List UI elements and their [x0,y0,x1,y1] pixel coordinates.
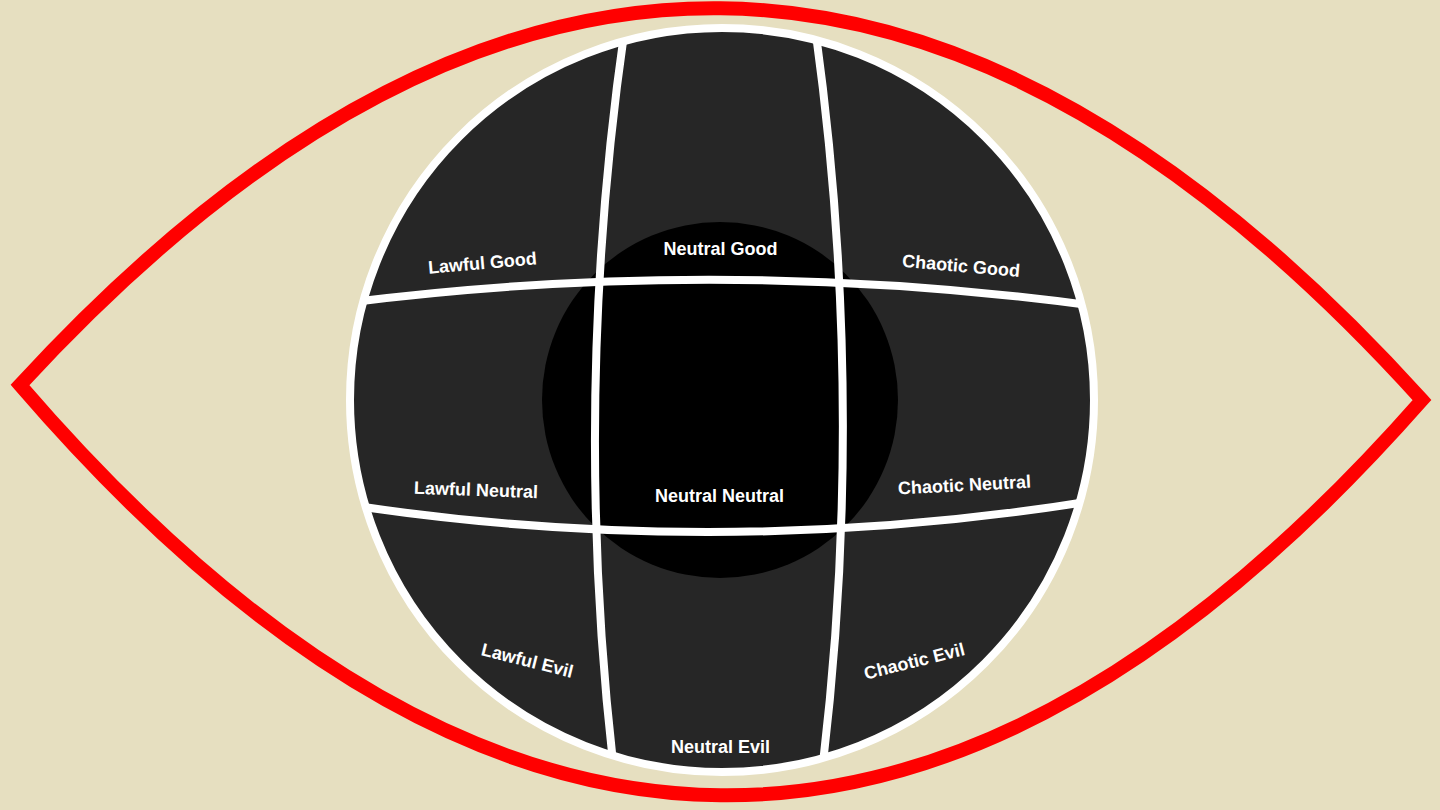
grid-lines [330,20,1110,780]
alignment-label: Neutral Neutral [655,486,787,508]
alignment-cell: Neutral Good [660,237,785,263]
grid-line [595,20,626,780]
alignment-label: Neutral Good [664,239,781,261]
alignment-label: Neutral Evil [671,737,773,759]
alignment-cell: Neutral Neutral [651,484,791,510]
grid-line [814,20,843,780]
alignment-cell: Neutral Evil [667,735,777,761]
iris [350,28,1094,772]
iris-rim [350,28,1094,772]
grid-line [330,280,1110,308]
alignment-label: Chaotic Neutral [898,471,1035,500]
alignment-cell: Lawful Neutral [409,476,545,507]
eye-outline [20,8,1422,795]
alignment-label: Lawful Neutral [413,478,541,504]
